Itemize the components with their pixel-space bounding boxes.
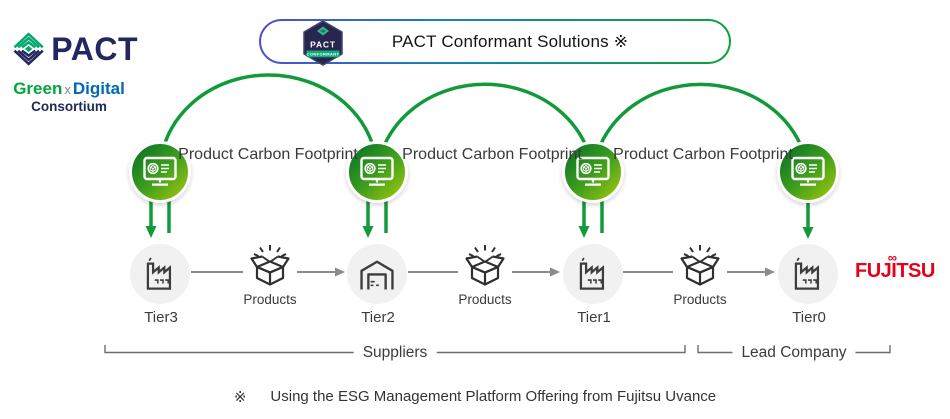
- tier2-label: Tier2: [361, 309, 395, 326]
- badge-title: PACT: [310, 40, 336, 50]
- products-box-1: [245, 243, 295, 296]
- fujitsu-wordmark: FUJITSU: [855, 260, 935, 282]
- factory-icon: [579, 257, 605, 290]
- pcf-node-tier1: [562, 141, 624, 203]
- fujitsu-logo: FUJITSU ∞: [855, 250, 935, 283]
- gray-arrowheads: [335, 267, 775, 277]
- arc-tier1-tier0: [591, 82, 810, 173]
- products-label-3: Products: [673, 292, 727, 307]
- pcf-monitor-icon: [360, 156, 394, 186]
- pcf-label-2: Product Carbon Footprint: [402, 146, 582, 163]
- pcf-monitor-icon: [576, 156, 610, 186]
- green-word: Green: [13, 79, 63, 98]
- arc-tier3-tier2: [158, 73, 379, 173]
- products-label-1: Products: [243, 292, 297, 307]
- factory-icon: [146, 257, 172, 290]
- pact-conformant-banner: PACT CONFORMANT PACT Conformant Solution…: [259, 19, 731, 66]
- products-label-2: Products: [458, 292, 512, 307]
- badge-subtitle: CONFORMANT: [307, 52, 340, 57]
- arc-tier2-tier1: [375, 82, 595, 173]
- footnote: ※ Using the ESG Management Platform Offe…: [0, 388, 950, 406]
- pcf-data-arcs: [158, 73, 810, 173]
- tier3-node: [130, 244, 190, 304]
- tier3-label: Tier3: [144, 309, 178, 326]
- tier0-label: Tier0: [792, 309, 826, 326]
- consortium-word: Consortium: [31, 99, 107, 115]
- digital-word: Digital: [72, 79, 125, 98]
- tier2-node: [347, 244, 407, 304]
- pcf-monitor-icon: [791, 156, 825, 186]
- footnote-text: Using the ESG Management Platform Offeri…: [270, 388, 717, 405]
- products-box-2: [460, 243, 510, 296]
- pcf-label-1: Product Carbon Footprint: [178, 146, 358, 163]
- tier0-node: [778, 244, 838, 304]
- pact-logo-icon: [13, 32, 44, 66]
- pact-conformant-badge-icon: PACT CONFORMANT: [303, 20, 343, 66]
- tier1-label: Tier1: [577, 309, 611, 326]
- pcf-node-tier2: [346, 141, 408, 203]
- products-box-3: [675, 243, 725, 296]
- banner-title: PACT Conformant Solutions ※: [391, 31, 629, 51]
- pcf-monitor-icon: [143, 156, 177, 186]
- lead-company-group-label: Lead Company: [732, 344, 856, 362]
- pcf-down-arrows: [149, 198, 810, 233]
- footnote-mark: ※: [233, 389, 247, 406]
- warehouse-icon: [360, 260, 394, 290]
- green-arrowheads: [145, 226, 814, 239]
- pcf-node-tier0: [777, 141, 839, 203]
- tier1-node: [563, 244, 623, 304]
- x-separator: x: [64, 82, 71, 97]
- open-box-icon: [465, 245, 505, 286]
- factory-icon: [794, 257, 820, 290]
- fujitsu-infinity-mark: ∞: [887, 250, 897, 265]
- open-box-icon: [680, 245, 720, 286]
- open-box-icon: [250, 245, 290, 286]
- pcf-label-3: Product Carbon Footprint: [613, 146, 793, 163]
- pact-wordmark: PACT: [51, 30, 138, 67]
- pcf-node-tier3: [129, 141, 191, 203]
- suppliers-group-label: Suppliers: [353, 344, 437, 362]
